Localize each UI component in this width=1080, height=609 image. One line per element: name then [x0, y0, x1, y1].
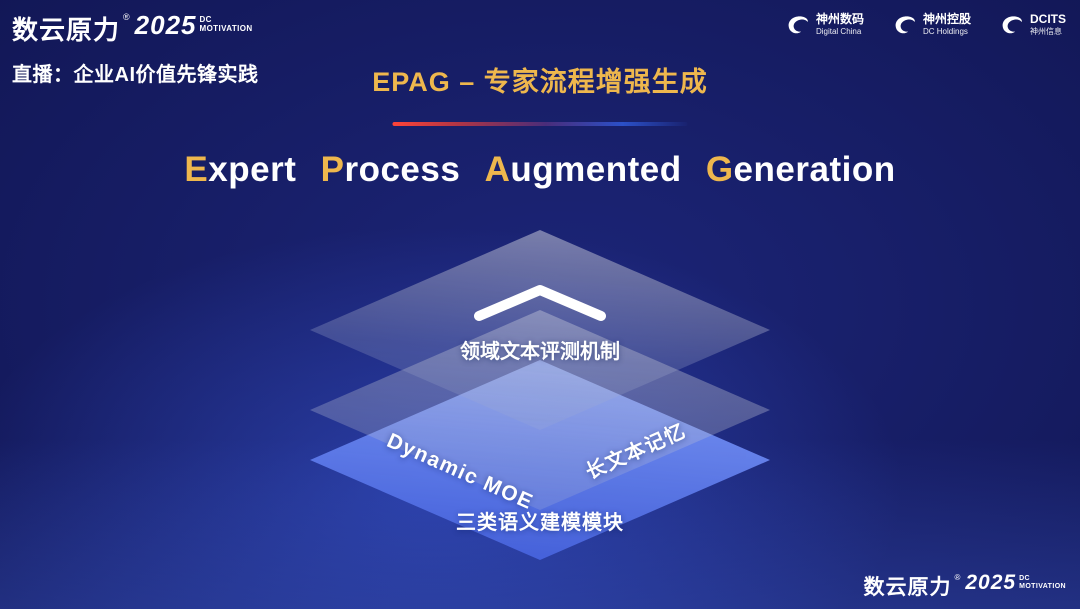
partner-name-en: Digital China	[815, 27, 862, 36]
brand-year: 2025	[134, 10, 197, 40]
registered-mark: ®	[954, 573, 961, 582]
brand-subtext-top: DC	[199, 15, 212, 24]
partner-digital-china: 神州数码 Digital China	[785, 12, 864, 37]
brand-subtext-bottom: MOTIVATION	[1019, 583, 1066, 591]
brand-logo-top-left: 数云原力 ® 2025 DC MOTIVATION	[12, 10, 253, 47]
slide-title: EPAG – 专家流程增强生成	[372, 67, 708, 97]
partner-text: 神州数码 Digital China	[816, 12, 864, 37]
partner-dc-holdings: 神州控股 DC Holdings	[892, 12, 971, 37]
subtitle-word: Generation	[705, 150, 896, 189]
subtitle-word: Expert	[184, 150, 297, 189]
bottom-layer-label: 三类语义建模模块	[456, 512, 624, 534]
partner-text: DCITS 神州信息	[1030, 12, 1066, 37]
partner-name-en: DC Holdings	[922, 27, 968, 36]
partner-name-en: 神州信息	[1030, 27, 1062, 36]
subtitle-word: Augmented	[484, 150, 682, 189]
chevron-up-icon	[474, 285, 606, 321]
partner-name-cn: 神州控股	[922, 12, 971, 26]
registered-mark: ®	[123, 12, 130, 22]
partner-logos: 神州数码 Digital China 神州控股 DC Holdings DCIT…	[785, 12, 1066, 37]
brand-subtext: DC MOTIVATION	[200, 15, 253, 33]
live-stream-label: 直播：企业AI价值先锋实践	[12, 64, 259, 86]
swirl-logo-icon	[1002, 16, 1022, 34]
swirl-logo-icon	[895, 16, 915, 34]
brand-logo-bottom-right: 数云原力 ® 2025 DC MOTIVATION	[863, 571, 1066, 601]
partner-name-cn: DCITS	[1030, 12, 1066, 26]
gradient-divider	[392, 122, 688, 126]
partner-text: 神州控股 DC Holdings	[923, 12, 971, 37]
subtitle-word: Process	[320, 150, 461, 189]
partner-dcits: DCITS 神州信息	[999, 12, 1066, 37]
brand-name: 数云原力	[863, 576, 952, 599]
top-layer-label: 领域文本评测机制	[460, 341, 620, 363]
partner-name-cn: 神州数码	[815, 12, 864, 26]
english-subtitle: Expert Process Augmented Generation	[0, 150, 1080, 190]
brand-subtext: DC MOTIVATION	[1019, 575, 1066, 591]
brand-subtext-top: DC	[1019, 575, 1031, 582]
brand-subtext-bottom: MOTIVATION	[199, 24, 253, 34]
swirl-logo-icon	[788, 16, 808, 34]
brand-year: 2025	[965, 571, 1017, 594]
brand-name: 数云原力	[12, 15, 121, 45]
